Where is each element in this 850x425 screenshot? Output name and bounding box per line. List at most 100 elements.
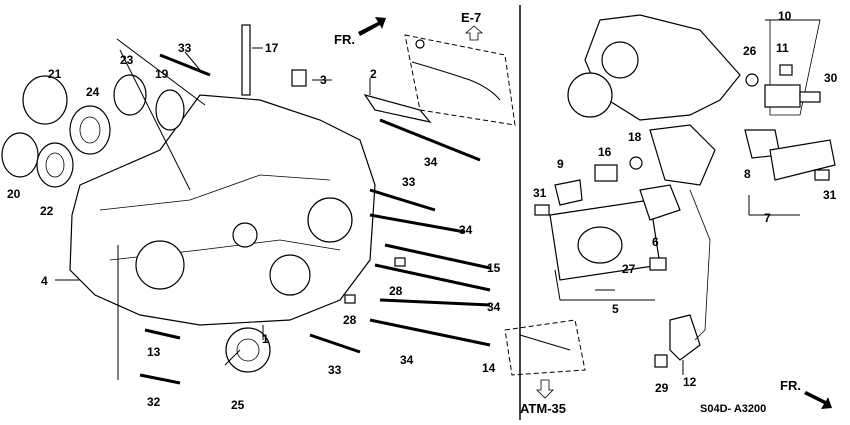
bolt bbox=[309, 333, 361, 354]
callout-9: 9 bbox=[557, 157, 564, 171]
callout-11: 11 bbox=[776, 41, 789, 55]
callout-21: 21 bbox=[48, 67, 62, 81]
callout-28b: 28 bbox=[343, 313, 357, 327]
atm35-dashed-box bbox=[504, 319, 586, 376]
callout-19: 19 bbox=[155, 67, 169, 81]
bolt-31-left bbox=[534, 204, 550, 216]
clip-9 bbox=[554, 179, 583, 206]
snap-ring-20 bbox=[1, 132, 39, 178]
atm35-part bbox=[519, 334, 571, 351]
dowel-pin bbox=[394, 257, 406, 267]
bolt bbox=[139, 373, 181, 385]
dowel-pin bbox=[344, 294, 356, 304]
callout-34b: 34 bbox=[459, 223, 473, 237]
stud-17 bbox=[241, 24, 251, 96]
callout-14: 14 bbox=[482, 361, 496, 375]
callout-30: 30 bbox=[824, 71, 838, 85]
callout-20: 20 bbox=[7, 187, 21, 201]
fr-arrow-top: FR. bbox=[334, 17, 386, 47]
o-ring-26 bbox=[745, 73, 759, 87]
housing-rib bbox=[99, 174, 331, 211]
callout-26: 26 bbox=[743, 44, 757, 58]
callout-31a: 31 bbox=[533, 186, 547, 200]
callout-16: 16 bbox=[598, 145, 612, 159]
ref-atm35-label[interactable]: ATM-35 bbox=[520, 401, 566, 416]
connector-clip bbox=[415, 39, 425, 49]
wire-harness bbox=[411, 61, 501, 101]
callout-23: 23 bbox=[120, 53, 134, 67]
solenoid-body bbox=[577, 226, 623, 264]
bolt bbox=[159, 53, 211, 77]
up-arrow-icon bbox=[464, 25, 484, 41]
leader-lines bbox=[55, 19, 820, 380]
leader-line bbox=[116, 38, 206, 106]
valve-plate bbox=[649, 124, 716, 186]
seal-inner bbox=[236, 338, 260, 362]
callout-2: 2 bbox=[370, 67, 377, 81]
bearing-inner bbox=[45, 152, 65, 178]
solenoid-7 bbox=[769, 139, 836, 181]
harness-dashed-box bbox=[404, 34, 516, 126]
leader-line bbox=[554, 269, 561, 301]
bolt-29 bbox=[654, 354, 668, 368]
callout-33b: 33 bbox=[402, 175, 416, 189]
ref-e7[interactable]: E-7 bbox=[461, 10, 484, 41]
callout-3: 3 bbox=[320, 73, 327, 87]
callout-12: 12 bbox=[683, 375, 697, 389]
seal-25 bbox=[225, 327, 271, 373]
leader-line bbox=[224, 349, 241, 366]
callout-34c: 34 bbox=[487, 300, 501, 314]
down-arrow-icon bbox=[536, 379, 554, 399]
connector-6 bbox=[639, 184, 681, 221]
harness-wire bbox=[689, 189, 711, 341]
bearing-inner bbox=[79, 116, 101, 144]
callout-17: 17 bbox=[265, 41, 279, 55]
bolt-group bbox=[139, 53, 491, 385]
callout-27: 27 bbox=[622, 262, 636, 276]
housing-port bbox=[567, 72, 613, 118]
callout-34a: 34 bbox=[424, 155, 438, 169]
fr-arrow-icon bbox=[358, 17, 386, 36]
plug-3 bbox=[291, 69, 307, 87]
callout-8: 8 bbox=[744, 167, 751, 181]
housing-bore bbox=[135, 240, 185, 290]
bolt bbox=[144, 328, 181, 340]
callout-33c: 33 bbox=[328, 363, 342, 377]
bearing-22 bbox=[36, 142, 74, 188]
bolt bbox=[374, 263, 491, 292]
snap-ring-21 bbox=[22, 75, 68, 125]
bracket-2 bbox=[363, 93, 432, 123]
callout-31b: 31 bbox=[823, 188, 837, 202]
bolt-30 bbox=[799, 91, 821, 103]
o-ring-18 bbox=[629, 156, 643, 170]
bolt bbox=[369, 213, 466, 234]
callout-labels: 1 2 3 4 5 6 7 8 9 10 11 12 13 14 15 16 1… bbox=[7, 9, 838, 412]
bearing-23 bbox=[113, 74, 147, 116]
callout-18: 18 bbox=[628, 130, 642, 144]
callout-13: 13 bbox=[147, 345, 161, 359]
fr-arrow-icon bbox=[804, 391, 832, 409]
ref-atm35[interactable]: ATM-35 bbox=[504, 319, 586, 416]
callout-28a: 28 bbox=[389, 284, 403, 298]
callout-4: 4 bbox=[41, 274, 48, 288]
snap-ring-19 bbox=[155, 89, 185, 131]
callout-1: 1 bbox=[262, 332, 269, 346]
callout-24: 24 bbox=[86, 85, 100, 99]
leader-line bbox=[119, 49, 191, 191]
sensor-16 bbox=[594, 164, 618, 182]
callout-7: 7 bbox=[764, 211, 771, 225]
callout-15: 15 bbox=[487, 261, 501, 275]
callout-6: 6 bbox=[652, 235, 659, 249]
bolt bbox=[369, 188, 436, 212]
callout-33a: 33 bbox=[178, 41, 192, 55]
housing-bore bbox=[269, 254, 311, 296]
fr-label-bottom: FR. bbox=[780, 378, 801, 393]
clip-11 bbox=[779, 64, 793, 76]
ref-e7-label[interactable]: E-7 bbox=[461, 10, 481, 25]
diagram-code: S04D- A3200 bbox=[700, 403, 766, 415]
callout-29: 29 bbox=[655, 381, 669, 395]
bolt bbox=[369, 318, 491, 347]
callout-10: 10 bbox=[778, 9, 792, 23]
